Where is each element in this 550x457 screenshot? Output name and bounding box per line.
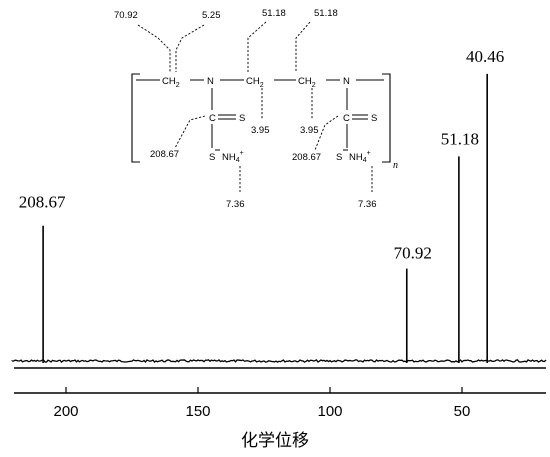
peak-labels-layer: 208.67 70.92 51.18 40.46: [19, 47, 505, 263]
x-axis: 200 150 100 50 化学位移: [14, 367, 546, 451]
s-anion-2: S: [336, 152, 342, 163]
nh4-cation-2: NH4+: [349, 150, 371, 164]
peak-label-70-92: 70.92: [394, 244, 432, 263]
x-tick-label-150: 150: [185, 403, 210, 420]
annotation-70-92: 70.92: [114, 10, 138, 21]
annotation-3-95-b: 3.95: [300, 125, 319, 136]
c-atom-2: C: [343, 113, 350, 124]
peak-label-40-46: 40.46: [466, 47, 504, 66]
annotation-208-67-a: 208.67: [150, 149, 179, 160]
peak-label-51-18: 51.18: [441, 129, 479, 148]
ch2-group-2: CH2: [246, 76, 264, 89]
s-atom-1: S: [239, 113, 245, 124]
ticks-layer: 200 150 100 50: [53, 387, 470, 420]
annotation-208-67-b: 208.67: [292, 152, 321, 163]
n-atom-2: N: [343, 76, 350, 87]
ch2-group-3: CH2: [298, 76, 316, 89]
annotation-7-36-a: 7.36: [226, 199, 245, 210]
s-anion-1: S: [209, 152, 215, 163]
spectrum-plot: 208.67 70.92 51.18 40.46: [11, 47, 547, 364]
x-tick-label-50: 50: [454, 403, 471, 420]
peak-label-208-67: 208.67: [19, 193, 66, 212]
annotation-3-95-a: 3.95: [251, 125, 270, 136]
right-bracket: [382, 73, 391, 163]
annotation-51-18-a: 51.18: [262, 8, 286, 19]
x-tick-label-200: 200: [53, 403, 78, 420]
spectrum-baseline: [11, 359, 547, 364]
annotation-7-36-b: 7.36: [358, 199, 377, 210]
n-atom-1: N: [207, 76, 214, 87]
c-atom-1: C: [209, 113, 216, 124]
repeat-n: n: [393, 160, 398, 171]
x-tick-label-100: 100: [317, 403, 342, 420]
annotation-51-18-b: 51.18: [314, 8, 338, 19]
nh4-cation-1: NH4+: [222, 150, 244, 164]
s-atom-2: S: [371, 113, 377, 124]
chemical-structure: n CH2 N CH2 CH2 N C S S NH4+ C S S NH4+: [114, 8, 398, 210]
peaks-layer: [42, 73, 488, 363]
annotation-5-25: 5.25: [202, 10, 221, 21]
x-axis-title: 化学位移: [241, 431, 309, 451]
ch2-group-1: CH2: [162, 76, 180, 89]
left-bracket: [131, 73, 140, 163]
